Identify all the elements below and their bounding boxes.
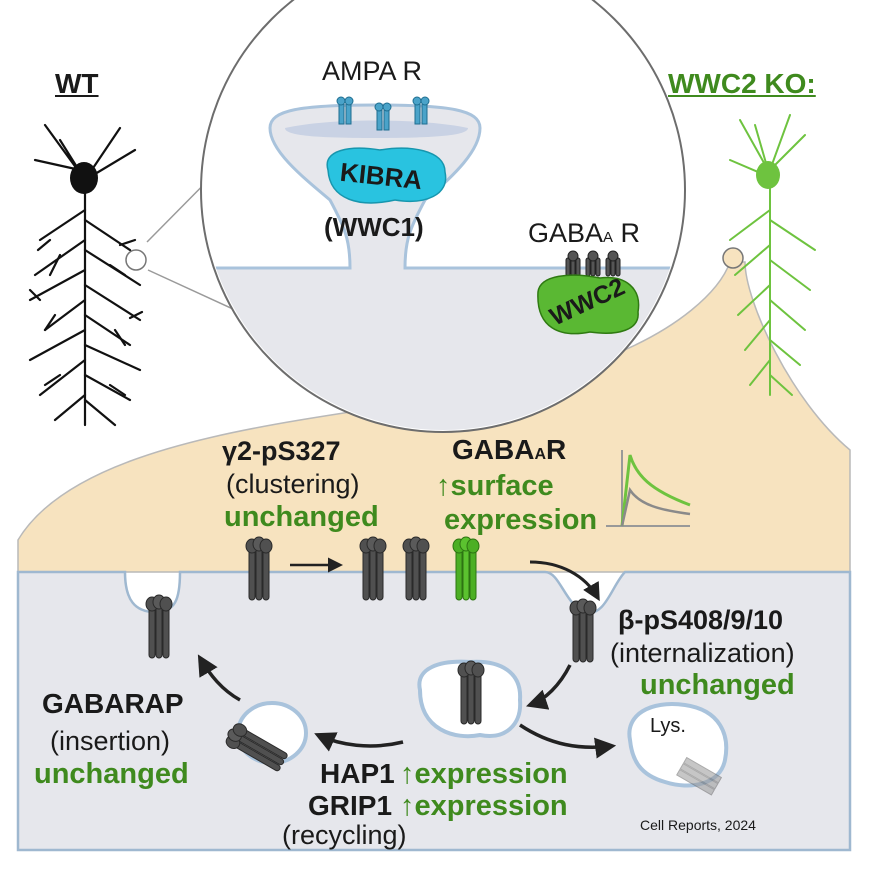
internalization-label: (internalization) <box>610 638 795 668</box>
hap1-expression-label: ↑expression <box>400 760 568 789</box>
gabaar-main: GABA <box>452 434 535 465</box>
wt-label: WT <box>55 68 99 99</box>
citation-label: Cell Reports, 2024 <box>640 817 756 833</box>
unchanged-insertion: unchanged <box>34 758 189 790</box>
gabarap-label: GABARAP <box>42 688 184 719</box>
hap1-label: HAP1 <box>320 758 395 789</box>
gaba-inset-sub: A <box>603 229 614 246</box>
kibra-label: KIBRA <box>338 156 424 196</box>
kibra-blob <box>326 147 447 204</box>
unchanged-clustering: unchanged <box>224 501 379 533</box>
trace-icon <box>606 450 691 527</box>
insertion-label: (insertion) <box>50 726 171 756</box>
beta-label: β-pS408/9/10 <box>618 605 784 635</box>
wt-neuron-icon <box>28 123 144 427</box>
gaba-inset-label: GABAA R <box>528 220 640 247</box>
grip1-label: GRIP1 <box>308 790 393 821</box>
surface-text: surface <box>450 470 554 502</box>
arrow-up-icon: ↑ <box>436 470 451 502</box>
grip1-expression-label: ↑expression <box>400 792 568 821</box>
clustering-label: (clustering) <box>226 469 360 499</box>
unchanged-internalization: unchanged <box>640 669 795 701</box>
wwc1-label: (WWC1) <box>324 212 424 242</box>
ampa-label: AMPA R <box>322 56 423 86</box>
hap1-expression-text: expression <box>414 758 568 790</box>
arrow-up-icon: ↑ <box>400 758 415 790</box>
wwc2-blob <box>537 274 640 335</box>
grip1-expression-text: expression <box>414 790 568 822</box>
recycling-label: (recycling) <box>282 820 407 850</box>
gaba-inset-main: GABA <box>528 218 604 248</box>
gabaar-label: GABAAR <box>452 436 566 464</box>
surface-expression-label: expression <box>444 504 598 536</box>
surface-label: ↑surface <box>436 472 554 501</box>
ko-neuron-icon <box>729 114 816 396</box>
g2-label: γ2-pS327 <box>222 436 341 466</box>
ko-label: WWC2 KO: <box>668 68 816 99</box>
gabaar-post: R <box>546 434 567 465</box>
lysosome-icon <box>627 702 729 788</box>
lys-label: Lys. <box>650 715 686 737</box>
gabaar-sub: A <box>534 446 547 463</box>
arrow-up-icon: ↑ <box>400 790 415 822</box>
gaba-inset-post: R <box>613 218 641 248</box>
